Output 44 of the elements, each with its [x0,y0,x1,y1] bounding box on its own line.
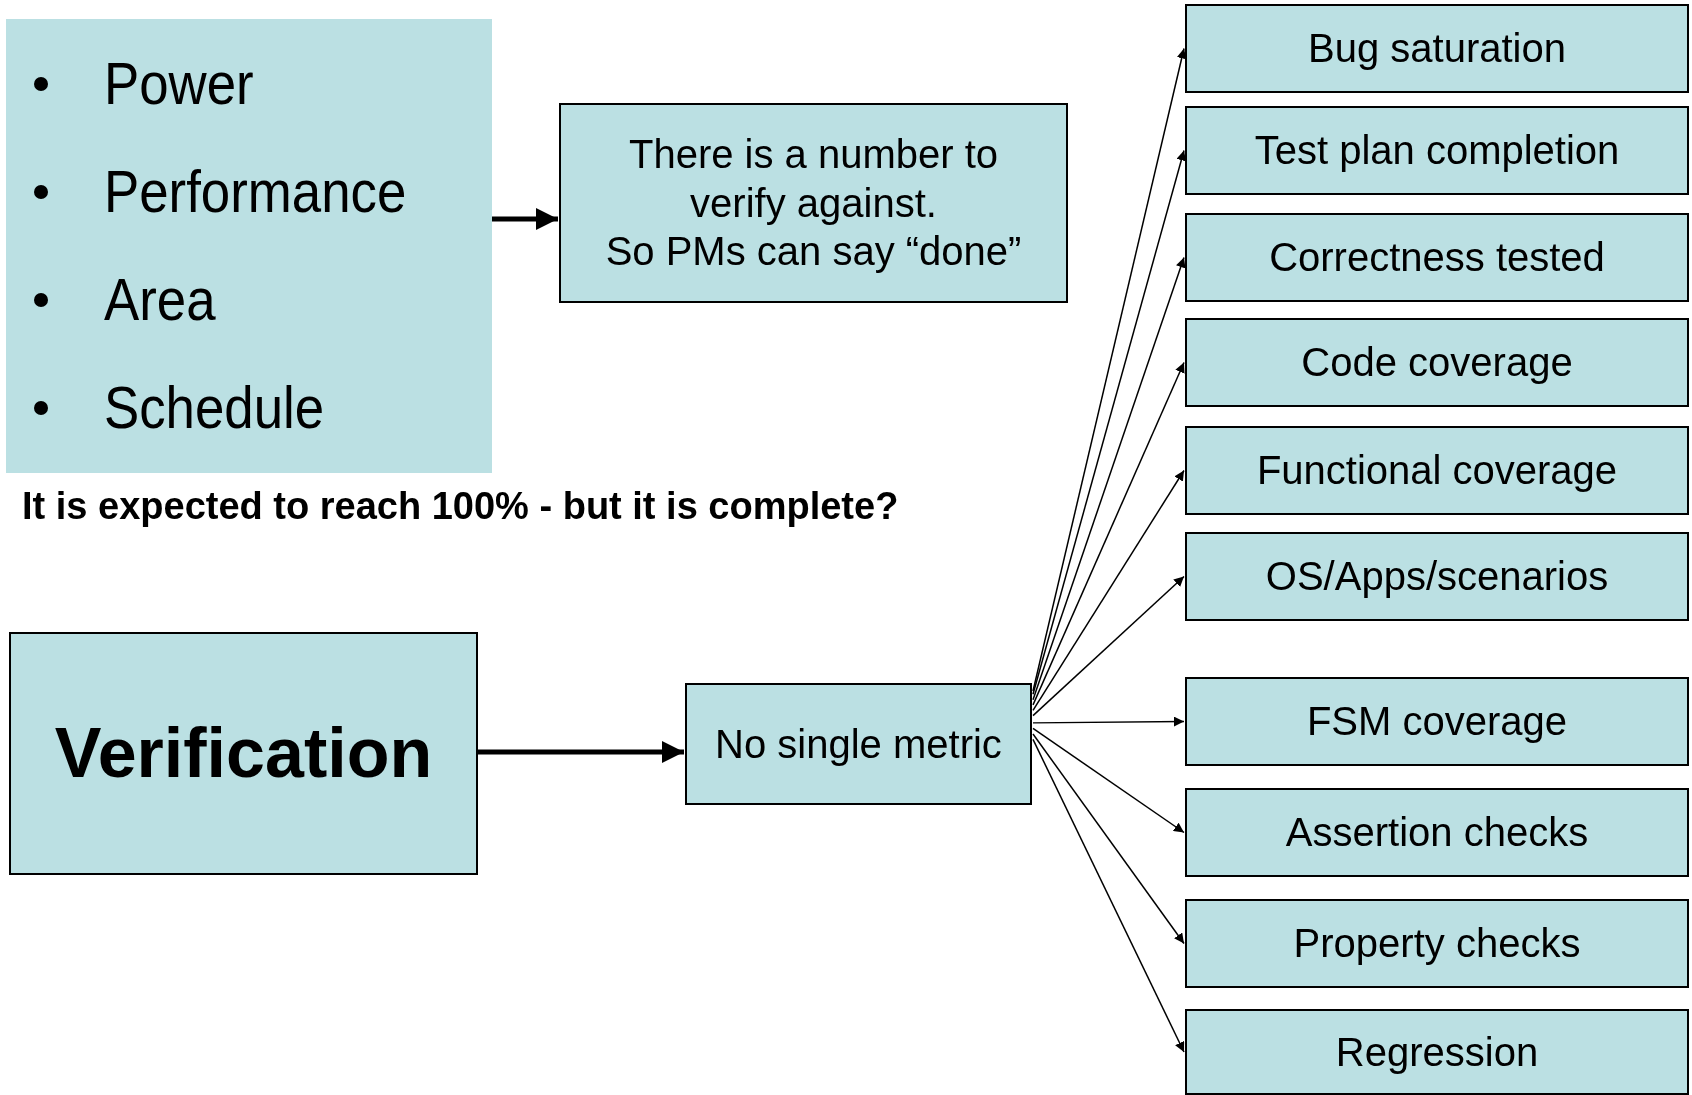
process-box [1185,677,1689,766]
box-text: Regression [1334,1028,1540,1076]
process-box [1185,532,1689,621]
bullet-item: Schedule [104,373,325,443]
process-box [1185,1009,1689,1095]
box-text: Verification [53,712,434,794]
arrow [492,208,558,230]
process-box [9,632,478,875]
box-text: No single metric [714,720,1003,768]
bullet-item: Performance [104,157,407,227]
box-text: OS/Apps/scenarios [1264,553,1610,601]
arrow [1032,733,1185,945]
arrow [1032,149,1187,696]
bullet-item: Power [104,49,254,119]
arrow [478,741,684,763]
note-text: It is expected to reach 100% - but it is complete? [22,485,899,528]
box-text: Code coverage [1300,339,1574,387]
process-box [1185,788,1689,877]
box-text: Bug saturation [1307,25,1567,73]
box-text: So PMs can say “done” [604,228,1023,276]
box-text: Correctness tested [1268,234,1606,282]
box-text: Property checks [1292,920,1582,968]
process-box [1185,4,1689,93]
process-box [685,683,1032,805]
box-text: Functional coverage [1255,447,1619,495]
box-text: Assertion checks [1284,809,1590,857]
box-text: Test plan completion [1253,127,1621,175]
process-box [1185,318,1689,407]
bullet-item: Area [104,265,216,335]
box-text: FSM coverage [1305,698,1569,746]
bullet-list-panel [6,19,492,473]
arrow [1032,716,1185,727]
process-box [1185,106,1689,195]
box-text: There is a number to verify against. [627,130,1000,227]
process-box [559,103,1068,303]
arrow [1032,361,1185,706]
process-box [1185,899,1689,988]
arrow [1032,727,1185,834]
arrow [1032,575,1185,717]
arrow [1032,469,1185,712]
arrow [1032,738,1185,1053]
process-box [1185,213,1689,302]
process-box [1185,426,1689,515]
arrow [1032,256,1186,701]
